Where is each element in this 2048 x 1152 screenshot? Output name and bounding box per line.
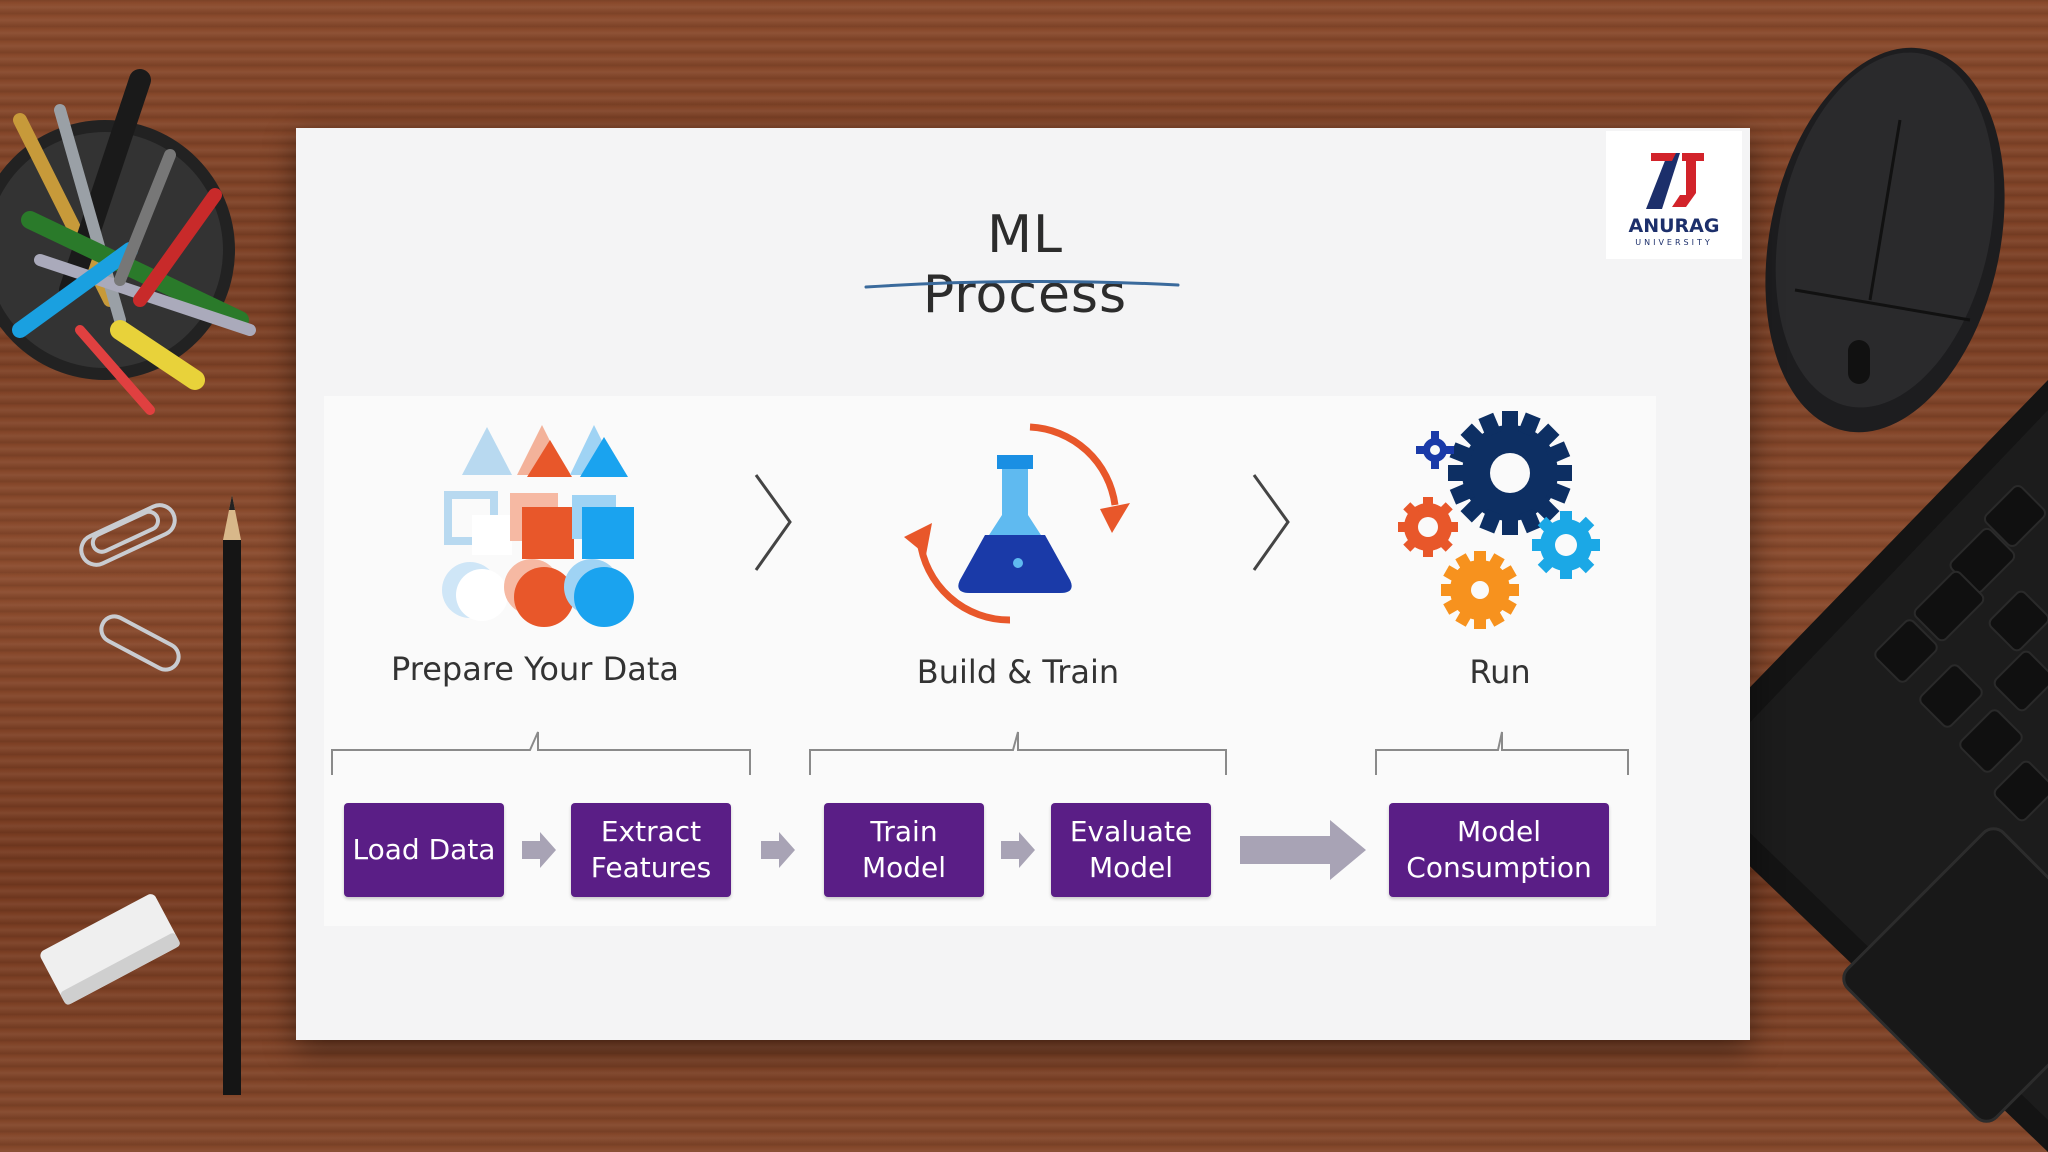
paper-clips (79, 503, 181, 672)
eraser (40, 894, 180, 1005)
logo-subtitle: UNIVERSITY (1635, 238, 1713, 247)
stage-brackets (331, 731, 1629, 775)
stage-label-build: Build & Train (916, 653, 1120, 691)
arrow-right-icon (761, 832, 795, 868)
chevron-right-icon (754, 474, 792, 571)
logo-name: ANURAG (1628, 215, 1720, 237)
pen-cup (0, 69, 256, 415)
university-logo: ANURAG UNIVERSITY (1606, 131, 1742, 259)
gears-icon (1398, 411, 1600, 629)
shapes-icon (442, 425, 634, 627)
step-label: Extract Features (590, 815, 712, 884)
chevron-right-icon (1252, 474, 1290, 571)
title-underline (864, 279, 1180, 289)
stage-label-prepare: Prepare Your Data (391, 650, 679, 688)
arrow-right-icon (522, 832, 556, 868)
step-label: Train Model (861, 815, 947, 884)
step-label: Evaluate Model (1069, 815, 1193, 884)
step-load-data: Load Data (344, 803, 504, 897)
computer-mouse (1765, 47, 2005, 433)
step-label: Model Consumption (1406, 815, 1592, 884)
step-evaluate-model: Evaluate Model (1051, 803, 1211, 897)
step-extract-features: Extract Features (571, 803, 731, 897)
arrow-right-icon (1001, 832, 1035, 868)
slide-title: ML Process (922, 205, 1128, 325)
flask-cycle-icon (904, 423, 1130, 624)
step-model-consumption: Model Consumption (1389, 803, 1609, 897)
logo-mark-icon (1646, 153, 1704, 209)
step-label: Load Data (352, 833, 496, 866)
pencil (223, 495, 241, 1095)
large-arrow-right-icon (1240, 820, 1366, 880)
laptop-keyboard (1660, 380, 2048, 1152)
step-train-model: Train Model (824, 803, 984, 897)
stage-label-run: Run (1469, 653, 1531, 691)
